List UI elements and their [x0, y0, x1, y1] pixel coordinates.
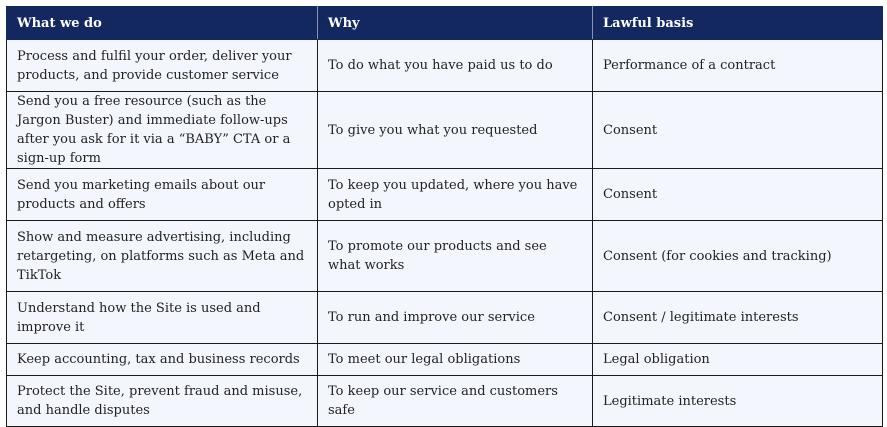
cell-what-we-do: Send you a free resource (such as the Ja… [6, 91, 318, 169]
header-why: Why [317, 6, 593, 40]
cell-lawful-basis: Consent [592, 91, 883, 169]
cell-what-we-do: Show and measure advertising, including … [6, 220, 318, 292]
table-row: Send you marketing emails about our prod… [6, 168, 883, 221]
cell-why: To promote our products and see what wor… [317, 220, 593, 292]
cell-why: To keep our service and customers safe [317, 375, 593, 427]
cell-why: To do what you have paid us to do [317, 39, 593, 92]
lawful-basis-table-container: What we do Why Lawful basis Process and … [6, 6, 883, 427]
cell-what-we-do: Keep accounting, tax and business record… [6, 343, 318, 376]
cell-lawful-basis: Performance of a contract [592, 39, 883, 92]
header-what-we-do: What we do [6, 6, 318, 40]
cell-lawful-basis: Consent (for cookies and tracking) [592, 220, 883, 292]
cell-why: To run and improve our service [317, 291, 593, 344]
cell-what-we-do: Send you marketing emails about our prod… [6, 168, 318, 221]
table-header-row: What we do Why Lawful basis [6, 6, 883, 40]
cell-why: To keep you updated, where you have opte… [317, 168, 593, 221]
lawful-basis-table: What we do Why Lawful basis Process and … [6, 6, 883, 427]
cell-what-we-do: Process and fulfil your order, deliver y… [6, 39, 318, 92]
cell-lawful-basis: Consent / legitimate interests [592, 291, 883, 344]
table-row: Protect the Site, prevent fraud and misu… [6, 375, 883, 427]
cell-what-we-do: Understand how the Site is used and impr… [6, 291, 318, 344]
header-lawful-basis: Lawful basis [592, 6, 883, 40]
table-row: Send you a free resource (such as the Ja… [6, 91, 883, 169]
cell-why: To meet our legal obligations [317, 343, 593, 376]
table-row: Keep accounting, tax and business record… [6, 343, 883, 376]
table-row: Process and fulfil your order, deliver y… [6, 39, 883, 92]
cell-lawful-basis: Legitimate interests [592, 375, 883, 427]
cell-what-we-do: Protect the Site, prevent fraud and misu… [6, 375, 318, 427]
cell-lawful-basis: Legal obligation [592, 343, 883, 376]
table-row: Understand how the Site is used and impr… [6, 291, 883, 344]
cell-lawful-basis: Consent [592, 168, 883, 221]
table-row: Show and measure advertising, including … [6, 220, 883, 292]
cell-why: To give you what you requested [317, 91, 593, 169]
